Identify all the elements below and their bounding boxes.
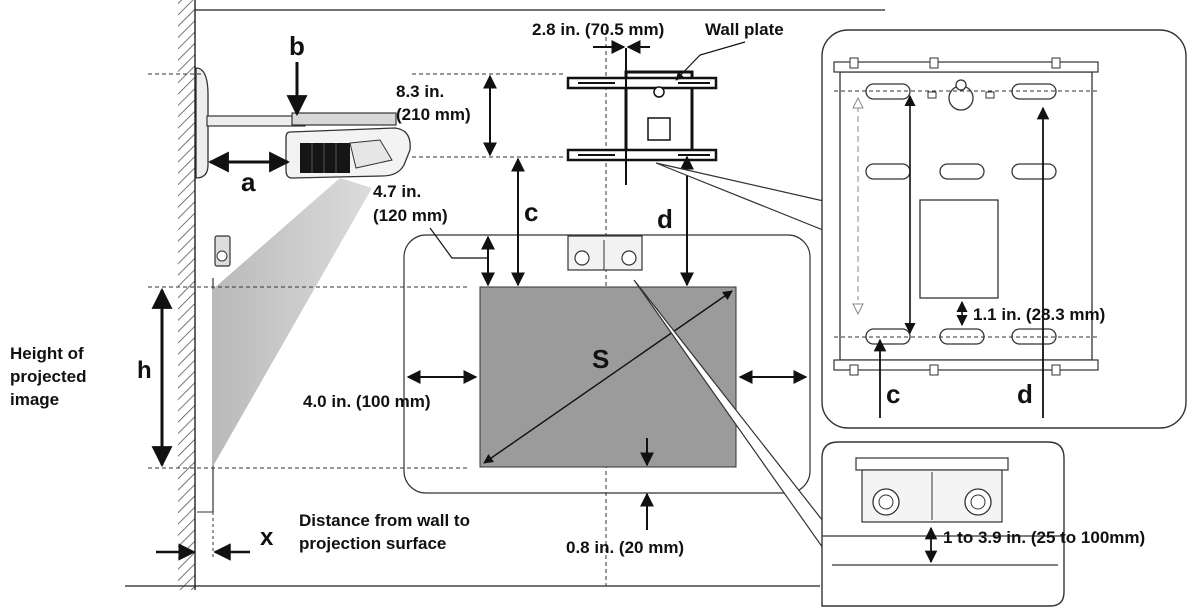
inset-offset-label: 1.1 in. (28.3 mm) xyxy=(973,305,1106,324)
height-description-line3: image xyxy=(10,390,60,409)
label-b: b xyxy=(289,31,305,61)
hook-inset xyxy=(821,441,1065,607)
hook-bracket xyxy=(567,235,643,271)
offset-line2: (120 mm) xyxy=(373,206,448,225)
hook-range-label: 1 to 3.9 in. (25 to 100mm) xyxy=(943,528,1146,547)
label-d-main: d xyxy=(657,204,673,234)
wall-plate xyxy=(566,48,718,185)
dim-s-diagonal xyxy=(483,290,733,464)
bottom-margin-label: 0.8 in. (20 mm) xyxy=(566,538,685,557)
height-description-line2: projected xyxy=(10,367,87,386)
height-description-line1: Height of xyxy=(10,344,84,363)
wall-fixture xyxy=(214,235,231,267)
surface-outline xyxy=(403,234,811,494)
side-margin-label: 4.0 in. (100 mm) xyxy=(303,392,431,411)
wall-plate-label: Wall plate xyxy=(705,20,784,39)
wall xyxy=(178,0,196,590)
slot-spacing-line1: 8.3 in. xyxy=(396,82,445,101)
label-c-inset: c xyxy=(886,379,901,409)
label-h: h xyxy=(137,357,152,384)
projector xyxy=(285,127,411,179)
offset-line1: 4.7 in. xyxy=(373,182,422,201)
label-d-inset: d xyxy=(1017,379,1033,409)
plate-width-label: 2.8 in. (70.5 mm) xyxy=(532,20,665,39)
wall-plate-inset xyxy=(821,29,1187,429)
slot-spacing-line2: (210 mm) xyxy=(396,105,471,124)
projection-surface xyxy=(197,278,214,560)
distance-description-line2: projection surface xyxy=(299,534,447,553)
label-s: S xyxy=(592,344,610,374)
pointer-wedge-upper xyxy=(655,162,829,233)
label-x: x xyxy=(260,524,274,551)
distance-description-line1: Distance from wall to xyxy=(299,511,470,530)
label-a: a xyxy=(241,167,256,197)
label-c-main: c xyxy=(524,197,539,227)
projection-beam xyxy=(212,178,372,468)
